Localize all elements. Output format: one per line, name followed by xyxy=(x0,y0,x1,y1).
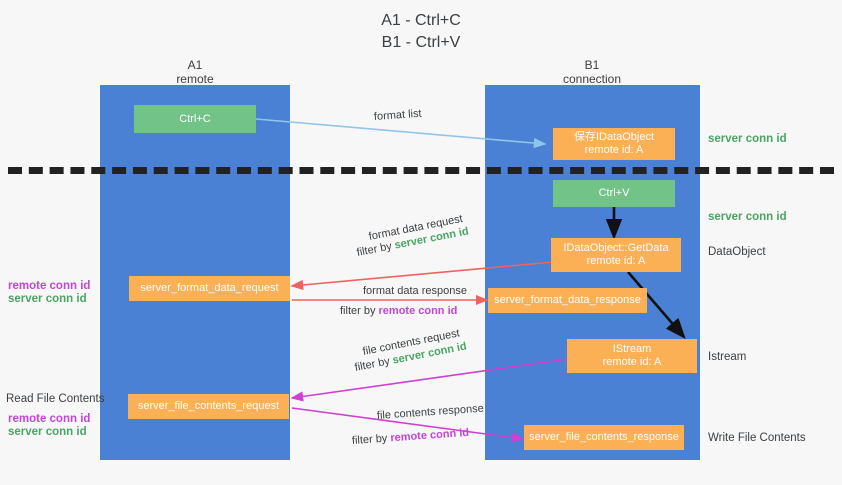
column-header-b1: B1 connection xyxy=(537,58,647,86)
column-header-a1-name: A1 xyxy=(187,58,203,72)
label-server-conn-id-left-2: server conn id xyxy=(8,426,87,438)
label-remote-conn-id-left-1: remote conn id xyxy=(8,280,91,292)
label-istream: Istream xyxy=(708,351,747,363)
label-remote-conn-id-left-2: remote conn id xyxy=(8,413,91,425)
node-server-format-data-request[interactable]: server_format_data_request xyxy=(129,276,290,301)
node-save-idataobject-line2: remote id: A xyxy=(584,144,644,156)
node-getdata-line2: remote id: A xyxy=(586,255,646,267)
label-server-conn-id-left-1: server conn id xyxy=(8,293,87,305)
column-header-a1: A1 remote xyxy=(140,58,250,86)
node-ctrl-c-line1: Ctrl+C xyxy=(179,112,211,125)
column-header-a1-sub: remote xyxy=(176,72,214,86)
column-header-b1-sub: connection xyxy=(562,72,622,86)
label-dataobject: DataObject xyxy=(708,246,766,258)
caption-fdres-tag: remote conn id xyxy=(378,305,458,317)
node-server-file-contents-request-label: server_file_contents_request xyxy=(137,400,280,412)
node-server-file-contents-response-label: server_file_contents_response xyxy=(529,431,679,443)
caption-file-contents-response-line2: filter by remote conn id xyxy=(351,426,470,449)
caption-fcres-prefix: filter by xyxy=(351,432,391,447)
node-server-format-data-response-label: server_format_data_response xyxy=(494,294,641,306)
label-server-conn-id-mid: server conn id xyxy=(708,211,787,223)
caption-fdreq-prefix: filter by xyxy=(355,239,396,259)
label-write-file-contents: Write File Contents xyxy=(708,432,806,444)
node-istream[interactable]: IStream remote id: A xyxy=(567,339,697,373)
caption-fcres-tag: remote conn id xyxy=(389,426,470,445)
page-title: A1 - Ctrl+C B1 - Ctrl+V xyxy=(381,12,461,51)
caption-fcreq-prefix: filter by xyxy=(353,354,394,374)
caption-format-list: format list xyxy=(373,107,422,123)
label-server-conn-id-top: server conn id xyxy=(708,133,787,145)
node-ctrl-v-line1: Ctrl+V xyxy=(598,187,630,199)
caption-format-data-response-line1: format data response xyxy=(363,285,467,297)
node-save-idataobject-line1: 保存IDataObject xyxy=(573,131,655,143)
node-istream-line1: IStream xyxy=(612,343,652,355)
node-server-format-data-request-label: server_format_data_request xyxy=(140,282,279,294)
column-header-b1-name: B1 xyxy=(584,58,600,72)
label-read-file-contents: Read File Contents xyxy=(6,393,105,405)
node-server-file-contents-request[interactable]: server_file_contents_request xyxy=(128,394,289,419)
node-ctrl-c[interactable]: Ctrl+C xyxy=(134,105,256,133)
node-ctrl-v[interactable]: Ctrl+V xyxy=(553,180,675,207)
caption-file-contents-response-line1: file contents response xyxy=(376,402,485,422)
node-server-format-data-response[interactable]: server_format_data_response xyxy=(488,288,647,313)
node-getdata-line1: IDataObject::GetData xyxy=(563,242,669,254)
caption-fdres-prefix: filter by xyxy=(340,305,379,317)
node-server-file-contents-response[interactable]: server_file_contents_response xyxy=(524,425,684,450)
node-save-idataobject[interactable]: 保存IDataObject remote id: A xyxy=(553,128,675,160)
node-istream-line2: remote id: A xyxy=(602,356,662,368)
caption-format-data-response-line2: filter by remote conn id xyxy=(340,304,457,319)
node-idataobject-getdata[interactable]: IDataObject::GetData remote id: A xyxy=(551,238,681,272)
trust-boundary-divider xyxy=(8,167,834,174)
